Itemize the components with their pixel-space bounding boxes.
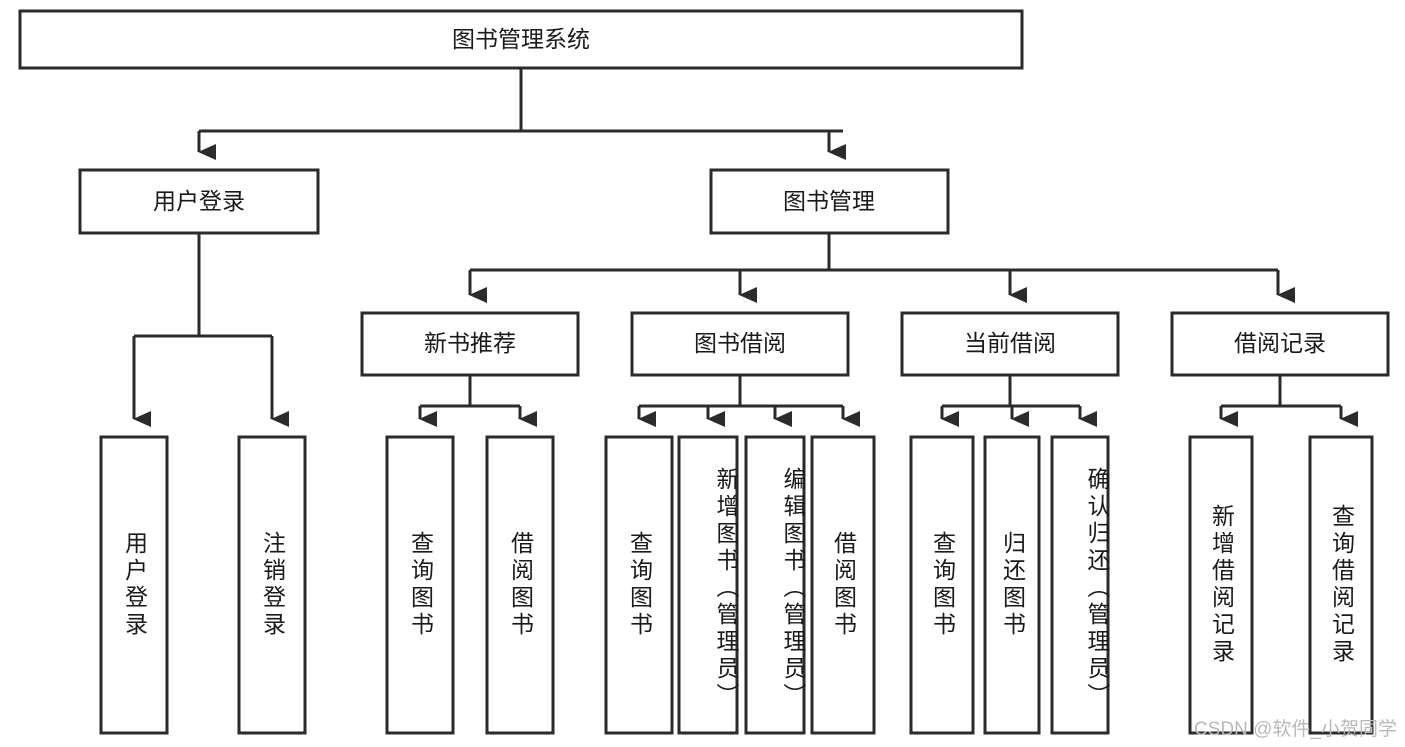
- node-book-borrow[interactable]: 图书借阅: [630, 311, 850, 377]
- node-book-management-label: 图书管理: [783, 188, 875, 214]
- node-book-borrow-label: 图书借阅: [694, 330, 786, 356]
- node-new-book-recommend-rect[interactable]: [360, 311, 580, 377]
- node-user-login-rect[interactable]: [78, 168, 320, 235]
- leaf-rect-return-book[interactable]: [983, 435, 1041, 735]
- leaf-rect-user-login[interactable]: [99, 435, 169, 735]
- leaf-rect-confirm-return-admin[interactable]: [1050, 435, 1110, 735]
- leaf-rect-query-borrow-record[interactable]: [1308, 435, 1374, 735]
- connector-group-root: [197, 68, 846, 160]
- leaf-rect-query-book-current[interactable]: [909, 435, 975, 735]
- node-root-label: 图书管理系统: [452, 26, 590, 52]
- node-current-borrow[interactable]: 当前借阅: [900, 311, 1120, 377]
- node-book-borrow-rect[interactable]: [630, 311, 850, 377]
- node-new-book-recommend[interactable]: 新书推荐: [360, 311, 580, 377]
- node-book-management[interactable]: 图书管理: [709, 168, 950, 235]
- leaf-rect-group: [99, 435, 1374, 735]
- leaf-rect-query-book-borrow[interactable]: [604, 435, 674, 735]
- connector-group-current-borrow: [940, 375, 1097, 427]
- connector-group-book-management: [468, 233, 1295, 303]
- leaf-rect-add-borrow-record[interactable]: [1188, 435, 1254, 735]
- node-new-book-recommend-label: 新书推荐: [424, 330, 516, 356]
- node-user-login[interactable]: 用户登录: [78, 168, 320, 235]
- leaf-rect-add-book-admin[interactable]: [677, 435, 739, 735]
- connector-group-user-login: [132, 233, 289, 427]
- connector-group-book-borrow: [637, 375, 860, 427]
- node-current-borrow-label: 当前借阅: [964, 330, 1056, 356]
- node-borrow-record-label: 借阅记录: [1234, 330, 1326, 356]
- leaf-rect-logout[interactable]: [237, 435, 307, 735]
- leaf-rect-borrow-book-rec[interactable]: [485, 435, 555, 735]
- leaf-rect-edit-book-admin[interactable]: [744, 435, 806, 735]
- connector-group-borrow-record: [1219, 375, 1358, 427]
- leaf-rect-borrow-book[interactable]: [810, 435, 876, 735]
- leaf-rect-query-book-rec[interactable]: [385, 435, 455, 735]
- node-user-login-label: 用户登录: [153, 188, 245, 214]
- csdn-watermark: CSDN @软件_小贺同学: [1194, 719, 1397, 740]
- node-current-borrow-rect[interactable]: [900, 311, 1120, 377]
- connector-group-new-book-rec: [418, 375, 537, 427]
- node-book-management-rect[interactable]: [709, 168, 950, 235]
- node-borrow-record[interactable]: 借阅记录: [1170, 311, 1390, 377]
- node-borrow-record-rect[interactable]: [1170, 311, 1390, 377]
- node-root-rect[interactable]: [18, 9, 1024, 70]
- node-root-system[interactable]: 图书管理系统: [18, 9, 1024, 70]
